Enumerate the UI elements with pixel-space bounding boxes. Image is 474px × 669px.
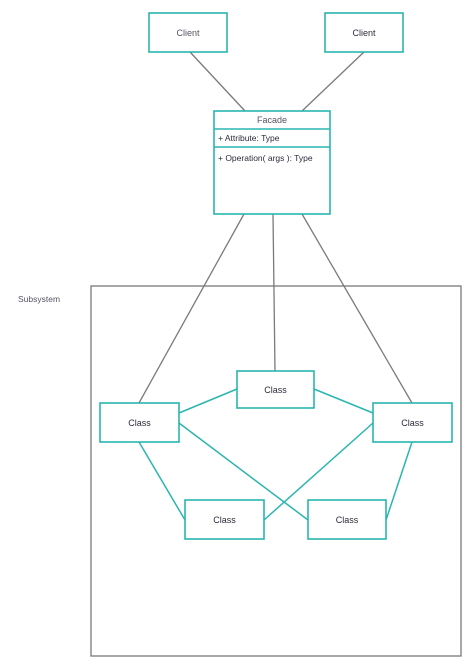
connector-facade-class-right bbox=[301, 213, 413, 404]
facade-title: Facade bbox=[257, 115, 287, 125]
subsystem-class-top[interactable]: Class bbox=[236, 370, 315, 409]
link-left-top bbox=[178, 388, 238, 414]
connector-facade-class-left bbox=[138, 213, 245, 404]
connector-facade-class-top bbox=[272, 213, 276, 372]
link-left-bottomright bbox=[178, 422, 309, 521]
subsystem-class-right[interactable]: Class bbox=[372, 402, 453, 443]
client-box[interactable]: Client bbox=[324, 12, 404, 53]
link-left-bottomleft bbox=[138, 441, 186, 521]
connector-client2-facade bbox=[301, 51, 365, 112]
subsystem-class-left[interactable]: Class bbox=[99, 402, 180, 443]
subsystem-frame bbox=[90, 285, 462, 657]
class-label: Class bbox=[213, 515, 236, 525]
subsystem-class-bottom-left[interactable]: Class bbox=[184, 499, 265, 540]
connector-client1-facade bbox=[189, 51, 246, 112]
link-top-right bbox=[313, 388, 374, 414]
link-right-bottomleft bbox=[263, 422, 374, 521]
facade-class-box[interactable]: Facade + Attribute: Type + Operation( ar… bbox=[213, 110, 331, 215]
facade-attribute: + Attribute: Type bbox=[218, 133, 280, 143]
subsystem-class-bottom-right[interactable]: Class bbox=[307, 499, 387, 540]
class-label: Class bbox=[401, 418, 424, 428]
class-label: Class bbox=[128, 418, 151, 428]
class-label: Class bbox=[264, 385, 287, 395]
client-label: Client bbox=[352, 28, 376, 38]
client-box[interactable]: Client bbox=[148, 12, 228, 53]
facade-operation: + Operation( args ): Type bbox=[218, 153, 313, 163]
link-right-bottomright bbox=[385, 441, 413, 521]
subsystem-label: Subsystem bbox=[18, 294, 60, 304]
client-label: Client bbox=[176, 28, 200, 38]
class-label: Class bbox=[336, 515, 359, 525]
